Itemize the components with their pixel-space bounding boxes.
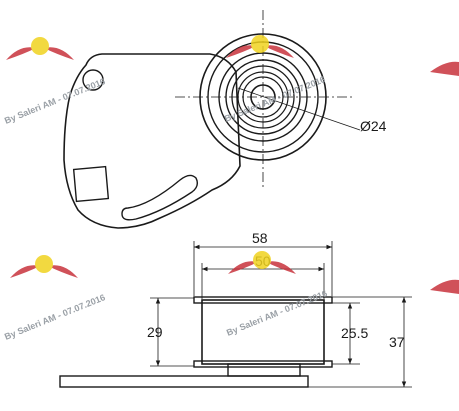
height-29-label: 29 — [147, 324, 163, 340]
height-37-label: 37 — [389, 334, 405, 350]
mounting-hole — [82, 69, 104, 91]
bore-leader — [237, 87, 361, 131]
width-58-label: 58 — [252, 230, 268, 246]
side-view: 58 50 29 25.5 37 — [59, 230, 412, 388]
curved-slot — [121, 174, 199, 221]
top-view: Ø24 — [63, 10, 387, 229]
watermark-text-4: By Saleri AM - 07.07.2016 — [225, 288, 329, 338]
pulley-side — [201, 299, 325, 365]
wing-left — [6, 47, 36, 60]
spacer — [227, 363, 301, 377]
watermark-logo — [6, 35, 459, 294]
square-hole — [72, 165, 110, 203]
watermark-text-1: By Saleri AM - 07.07.2016 — [3, 76, 107, 126]
watermark-text-3: By Saleri AM - 07.07.2016 — [3, 292, 107, 342]
bracket-outline — [63, 53, 241, 229]
base-plate — [59, 375, 309, 388]
top-flange — [193, 296, 333, 304]
badge — [31, 37, 49, 55]
bore-diameter-label: Ø24 — [360, 118, 387, 134]
wing-right — [44, 47, 74, 60]
height-25-5-label: 25.5 — [341, 325, 368, 341]
